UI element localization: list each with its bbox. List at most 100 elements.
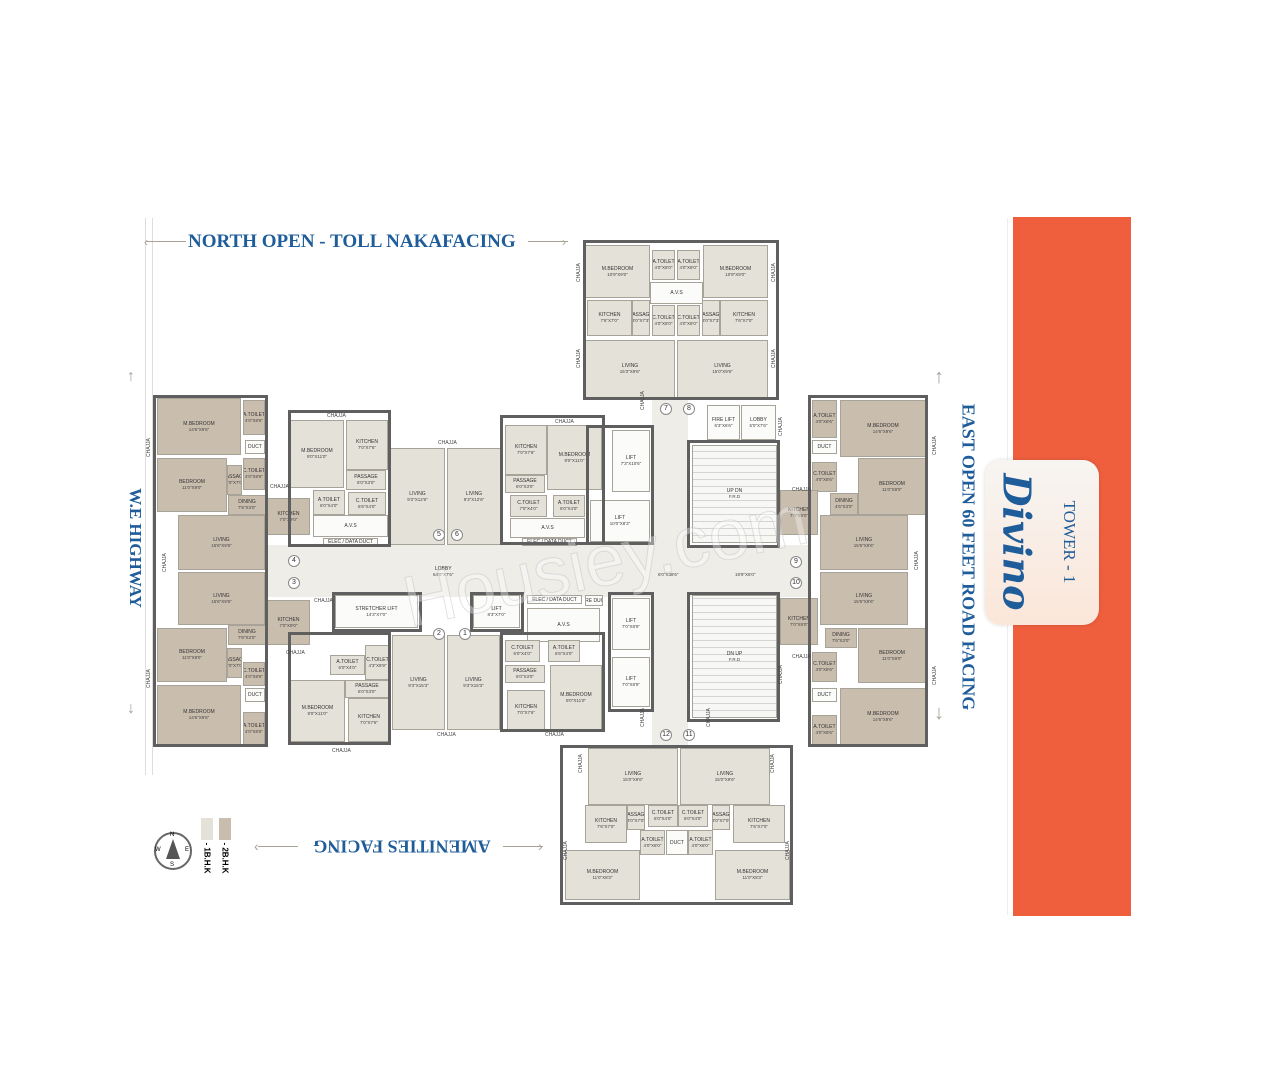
- room-dimension: 6'0"X4'0": [320, 502, 338, 508]
- west-heading: W.E HIGHWAY: [126, 488, 145, 608]
- room-name: DUCT: [248, 444, 262, 450]
- room-dimension: 7'0"X4'0": [519, 506, 538, 511]
- room-passage: PASSAGE3'0"X7'3": [702, 300, 720, 336]
- chajja-label: CHAJJA: [706, 708, 712, 727]
- room-name: LIVING: [409, 490, 426, 497]
- room-dimension: 4'6"X3'0": [835, 504, 853, 509]
- room-dimension: F.R.D: [728, 494, 741, 499]
- room-name: DINING: [238, 499, 256, 505]
- room-dimension: 8'3"X7'0": [487, 611, 506, 617]
- room-name: LIVING: [855, 592, 873, 599]
- room-name: A.V.S: [541, 525, 554, 531]
- room-name: A.TOILET: [557, 500, 581, 506]
- room-name: LIVING: [465, 676, 482, 683]
- room-dimension: 6'0"X3'0": [516, 484, 534, 489]
- room-name: M.BEDROOM: [558, 451, 591, 458]
- room-name: A.TOILET: [336, 659, 359, 665]
- room-name: LIFT: [614, 515, 626, 521]
- flat-number: 8: [683, 403, 695, 415]
- room-name: LIFT: [625, 618, 637, 624]
- room-duct: DUCT: [812, 688, 837, 702]
- arrow-up-icon: ↑: [127, 368, 135, 385]
- room-name: LOBBY: [750, 416, 767, 423]
- room-name: C.TOILET: [677, 314, 700, 321]
- room-dimension: 7'0"X8'9": [622, 624, 640, 629]
- room-dimension: 15'0"X9'6": [714, 776, 736, 782]
- room-a-v-s: A.V.S: [313, 515, 388, 537]
- chajja-label: CHAJJA: [792, 487, 811, 493]
- room-dimension: 4'0"X8'6": [245, 474, 263, 479]
- room-name: KITCHEN: [515, 444, 537, 450]
- room-name: LIVING: [716, 770, 734, 777]
- room-dimension: 11'0"X8'3": [742, 875, 763, 880]
- room-dimension: 10'0"X8'3": [609, 521, 631, 526]
- room-duct: DUCT: [812, 440, 837, 454]
- chajja-label: CHAJJA: [270, 484, 289, 490]
- room-dimension: 15'6"X9'6": [853, 542, 875, 548]
- flat-number: 5: [433, 529, 445, 541]
- room-dimension: 3'0"X7'0": [627, 817, 645, 823]
- room-dimension: 6'0"X3'0": [516, 674, 534, 679]
- room-name: M.BEDROOM: [601, 265, 634, 272]
- room-name: M.BEDROOM: [560, 691, 592, 698]
- room-duct: DUCT: [245, 688, 265, 702]
- room-dimension: 9'3"X12'6": [463, 496, 485, 502]
- room-name: PASSAGE: [228, 474, 241, 480]
- room-dimension: 5'0"X7'6": [749, 422, 768, 428]
- chajja-label: CHAJJA: [576, 263, 582, 282]
- room-dimension: 9'0"X11'0": [564, 457, 585, 463]
- arrow-down-icon: ↓: [934, 702, 944, 724]
- chajja-label: CHAJJA: [576, 349, 582, 368]
- room-name: C.TOILET: [511, 645, 534, 651]
- chajja-label: CHAJJA: [545, 732, 564, 738]
- room-dimension: 6'0"X4'0": [684, 816, 702, 821]
- room-name: A.TOILET: [652, 259, 675, 265]
- room-name: LIVING: [714, 363, 731, 369]
- room-passage: PASSAGE3'0"X7'3": [632, 300, 650, 336]
- room-dimension: 9'3"X15'3": [408, 682, 429, 688]
- chajja-label: CHAJJA: [640, 708, 646, 727]
- room-dimension: 14'6"X9'6": [872, 428, 894, 434]
- room-name: A.TOILET: [813, 413, 836, 419]
- room-name: DUCT: [817, 444, 832, 450]
- chajja-label: CHAJJA: [146, 669, 152, 688]
- room-name: PASSAGE: [513, 478, 537, 484]
- room-name: A.TOILET: [317, 496, 341, 503]
- room-dimension: 7'0"X7'6": [360, 720, 378, 725]
- room-name: M.BEDROOM: [867, 422, 899, 429]
- room-dimension: 3'0"X7'0": [228, 480, 242, 485]
- room-dimension: 15'6"X9'6": [211, 598, 232, 604]
- room-dimension: 14'6"X9'6": [872, 716, 894, 722]
- chajja-label: CHAJJA: [555, 419, 574, 425]
- room-name: M.BEDROOM: [586, 869, 619, 875]
- room-dimension: 14'3"X7'0": [366, 611, 387, 617]
- room-dimension: 7'0"X7'6": [358, 445, 376, 450]
- room-dimension: 7'0"X7'6": [517, 450, 535, 455]
- room-name: C.TOILET: [652, 314, 675, 321]
- flat-number: 10: [790, 577, 802, 589]
- logo-card: Divino TOWER - 1: [985, 460, 1099, 625]
